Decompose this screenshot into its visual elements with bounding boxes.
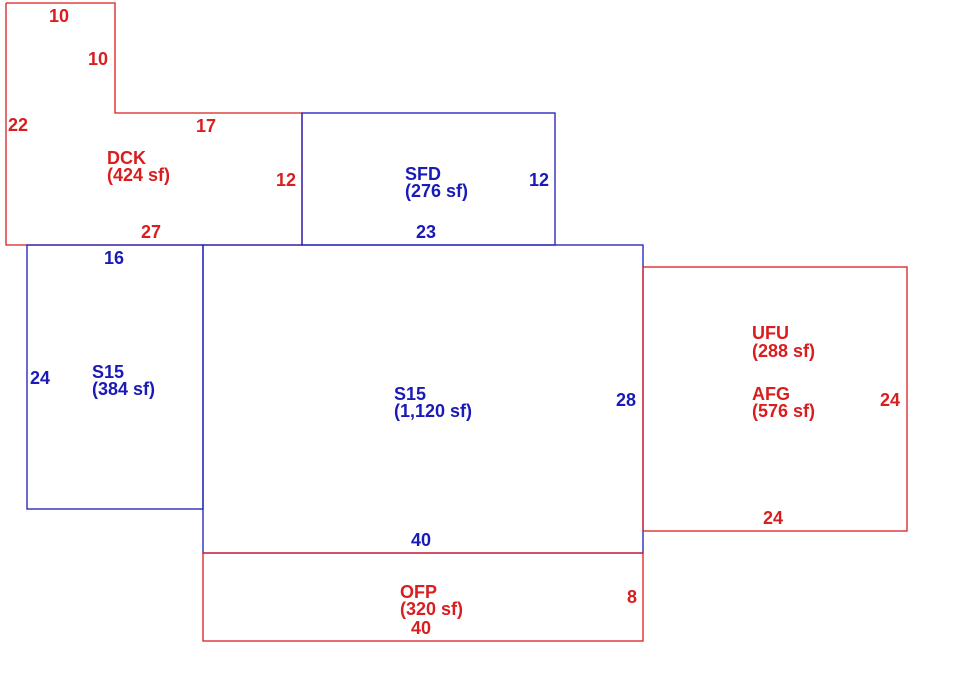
s15-left-code-label: S15 xyxy=(92,362,125,382)
dim-dck-inner-top: 17 xyxy=(196,116,217,136)
dim-afg-bottom: 24 xyxy=(763,508,784,528)
ofp-area-label: (320 sf) xyxy=(400,599,464,619)
dim-s15-main-right: 28 xyxy=(616,390,637,410)
dim-ofp-bottom: 40 xyxy=(411,618,432,638)
dim-dck-left: 22 xyxy=(8,115,29,135)
dim-afg-right: 24 xyxy=(880,390,901,410)
ofp-outline xyxy=(202,552,644,642)
s15-main-area-label: (1,120 sf) xyxy=(394,401,473,421)
afg-code-label: AFG xyxy=(752,384,790,404)
dim-dck-top: 10 xyxy=(49,6,70,26)
dck-outline xyxy=(5,2,303,246)
s15-main-code-label: S15 xyxy=(394,384,427,404)
dim-s15-main-bottom: 40 xyxy=(411,530,432,550)
afg-outline xyxy=(642,266,908,532)
dim-sfd-right: 12 xyxy=(529,170,550,190)
sfd-area-label: (276 sf) xyxy=(405,181,469,201)
dim-dck-inner-vertical: 10 xyxy=(88,49,109,69)
ufu-code-label: UFU xyxy=(752,323,789,343)
afg-area-label: (576 sf) xyxy=(752,401,816,421)
dck-code-label: DCK xyxy=(107,148,146,168)
ofp-code-label: OFP xyxy=(400,582,438,602)
dim-s15-left-top: 16 xyxy=(104,248,125,268)
s15-left-area-label: (384 sf) xyxy=(92,379,156,399)
dim-s15-left-side: 24 xyxy=(30,368,51,388)
sfd-code-label: SFD xyxy=(405,164,441,184)
dim-dck-bottom: 27 xyxy=(141,222,162,242)
dck-area-label: (424 sf) xyxy=(107,165,171,185)
dim-ofp-right: 8 xyxy=(627,587,638,607)
dim-sfd-bottom: 23 xyxy=(416,222,437,242)
dim-dck-right: 12 xyxy=(276,170,297,190)
ufu-area-label: (288 sf) xyxy=(752,341,816,361)
